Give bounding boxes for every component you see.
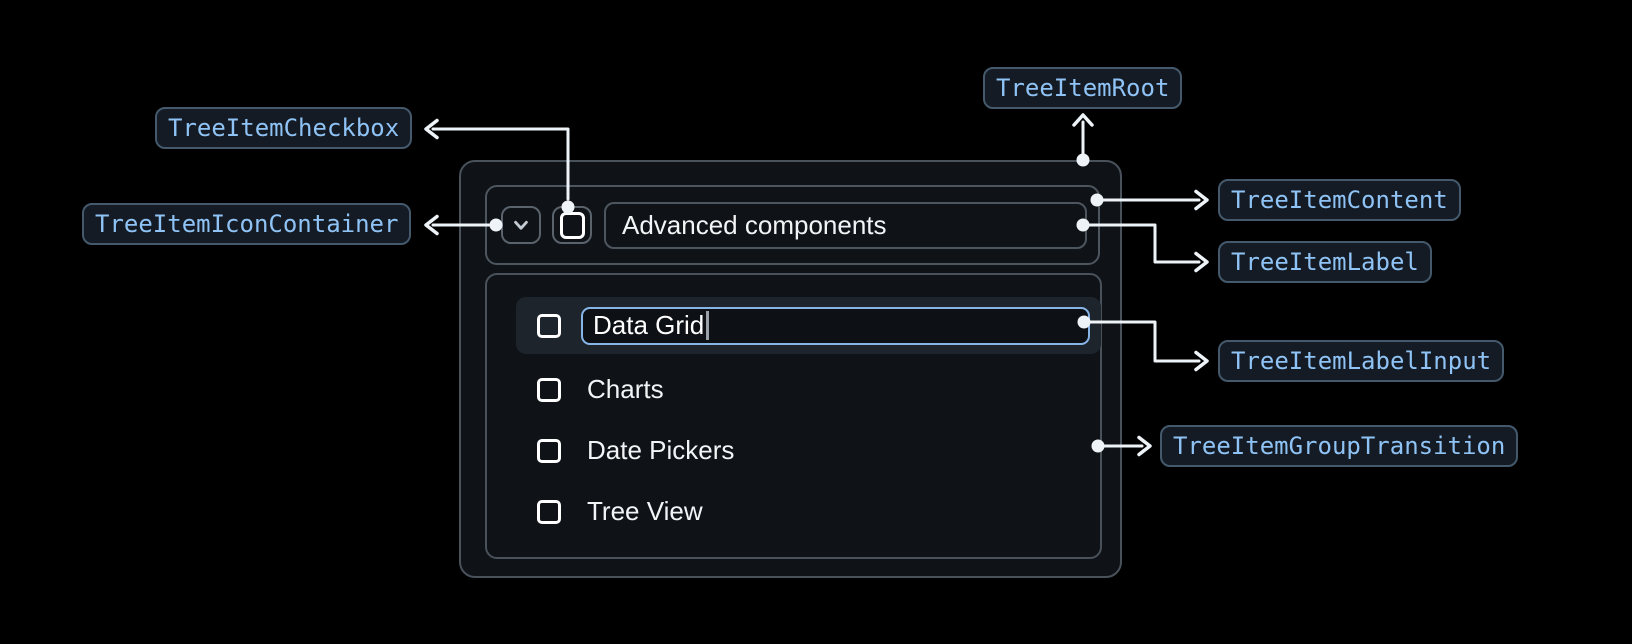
tree-item-label-text: Date Pickers: [587, 435, 735, 465]
annotation-tree-item-root: TreeItemRoot: [983, 67, 1183, 109]
checkbox-unchecked-icon[interactable]: [537, 313, 561, 338]
checkbox-unchecked-icon[interactable]: [537, 377, 561, 402]
tree-item-checkbox[interactable]: [552, 206, 592, 244]
tree-item-row[interactable]: Tree View: [516, 483, 1101, 540]
tree-item-icon-container[interactable]: [501, 206, 541, 244]
chevron-down-icon: [514, 220, 528, 230]
tree-item-label-text: Charts: [587, 374, 664, 404]
label-input-value: Data Grid: [593, 310, 705, 340]
tree-item-row[interactable]: Date Pickers: [516, 422, 1101, 479]
annotation-tree-item-group-transition: TreeItemGroupTransition: [1160, 425, 1519, 467]
checkbox-unchecked-icon[interactable]: [537, 438, 561, 463]
checkbox-unchecked-icon[interactable]: [537, 499, 561, 524]
annotation-tree-item-icon-container: TreeItemIconContainer: [82, 203, 412, 245]
tree-item-content[interactable]: Advanced components: [485, 185, 1100, 265]
tree-item-root: Advanced components Data Grid Charts Dat…: [459, 160, 1122, 578]
annotation-tree-item-content: TreeItemContent: [1218, 179, 1461, 221]
tree-item-row[interactable]: Charts: [516, 361, 1101, 418]
tree-item-group-transition: Data Grid Charts Date Pickers Tree View: [485, 273, 1102, 559]
tree-item-row-editing[interactable]: Data Grid: [516, 297, 1101, 354]
connector-root: [1072, 113, 1094, 167]
text-caret: [706, 311, 710, 340]
tree-item-label-text: Tree View: [587, 496, 703, 526]
tree-item-label[interactable]: Advanced components: [604, 201, 1087, 249]
tree-item-label-text: Advanced components: [622, 209, 887, 240]
annotation-tree-item-label-input: TreeItemLabelInput: [1218, 340, 1505, 382]
tree-item-label-input[interactable]: Data Grid: [581, 306, 1090, 345]
checkbox-unchecked-icon: [559, 211, 585, 239]
annotation-tree-item-checkbox: TreeItemCheckbox: [155, 107, 413, 149]
annotation-tree-item-label: TreeItemLabel: [1218, 241, 1432, 283]
